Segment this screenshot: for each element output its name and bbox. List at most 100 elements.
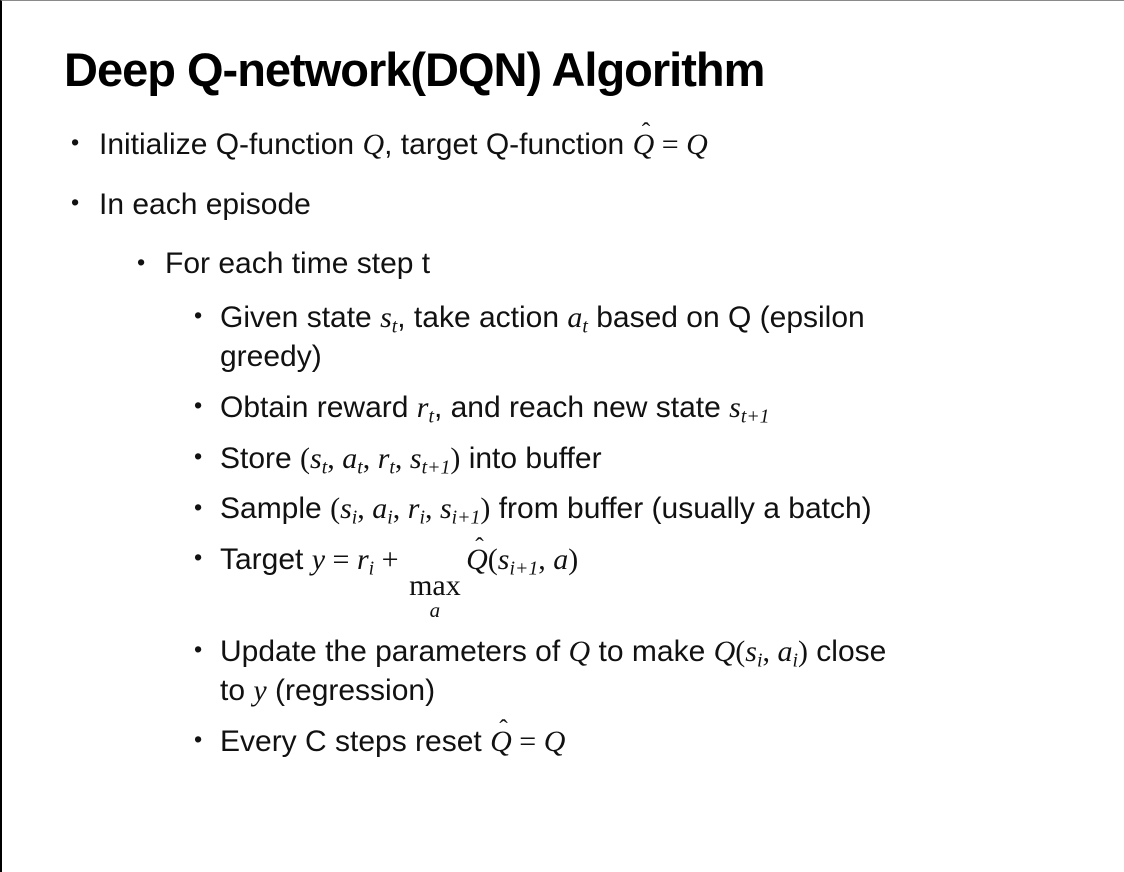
bullet-item: •Obtain reward rt, and reach new state s… [189, 388, 1104, 428]
bullet-item: •For each time step t [132, 244, 1104, 284]
math-subscript: i [387, 506, 393, 529]
text-run: close [807, 634, 887, 668]
math-subscript: i [368, 557, 375, 580]
math-symbol: , [357, 492, 373, 526]
bullet-icon: • [194, 544, 203, 571]
slide-title: Deep Q-network(DQN) Algorithm [64, 43, 765, 96]
math-var: Q [686, 128, 708, 162]
bullet-item: •Update the parameters of Q to make Q(si… [189, 632, 1104, 711]
bullet-icon: • [194, 442, 203, 469]
math-var: Q [632, 128, 655, 162]
math-symbol: = [511, 724, 544, 758]
hat-accent-icon: ˆ [641, 117, 651, 147]
math-symbol: , [762, 634, 778, 668]
bullet-item: •Sample (si, ai, ri, si+1) from buffer (… [189, 489, 1104, 529]
math-var: st+1 [409, 441, 451, 479]
math-var: Q [543, 724, 566, 758]
math-subscript: t [582, 315, 588, 338]
text-run: , target Q-function [384, 128, 633, 162]
math-subscript: t+1 [740, 405, 770, 428]
math-symbol: ) [568, 542, 579, 576]
math-var: ri [356, 542, 375, 580]
text-run: Every C steps reset [220, 724, 491, 758]
math-subscript: t [428, 405, 434, 428]
max-underscript: a [429, 597, 441, 622]
math-symbol: , [392, 492, 408, 526]
math-symbol: , [362, 441, 378, 475]
text-run: Initialize Q-function [99, 128, 363, 162]
math-subscript: i [792, 649, 798, 672]
hat-accent-icon: ˆ [499, 714, 508, 744]
math-symbol: ( [300, 441, 311, 475]
text-run: from buffer (usually a batch) [490, 492, 872, 526]
text-run: based on Q (epsilon [587, 300, 865, 334]
math-subscript: i+1 [451, 506, 481, 529]
math-subscript: i [756, 649, 763, 672]
bullet-icon: • [194, 392, 203, 419]
bullet-icon: • [194, 493, 203, 520]
math-subscript: i [351, 506, 358, 529]
math-var: Q [713, 634, 736, 668]
math-var: Q [490, 724, 512, 758]
math-var: at [567, 300, 588, 338]
hat-accent-icon: ˆ [475, 532, 484, 562]
math-symbol: + [374, 542, 407, 576]
math-var: si+1 [439, 492, 481, 529]
math-var: Q [362, 128, 385, 162]
math-var: si [340, 492, 358, 529]
text-run: Update the parameters of [220, 634, 569, 668]
math-symbol: , [327, 441, 343, 475]
text-run: Store [220, 441, 301, 475]
math-var: rt [416, 391, 434, 428]
text-run: (regression) [266, 674, 436, 708]
math-var: st [310, 441, 328, 479]
math-symbol: , [394, 441, 410, 475]
bullet-item: •Initialize Q-function Q, target Q-funct… [66, 117, 1104, 165]
math-symbol: ) [450, 441, 461, 475]
math-var: a [553, 542, 569, 576]
text-run: Target [220, 542, 312, 576]
math-var: y [311, 542, 326, 576]
bullet-icon: • [194, 635, 203, 662]
bullet-icon: • [194, 302, 203, 329]
math-var: si [745, 634, 763, 672]
math-symbol: = [325, 542, 357, 576]
math-subscript: t [321, 456, 328, 479]
math-symbol: , [538, 542, 554, 576]
math-symbol: , [424, 492, 440, 526]
text-run: to make [590, 634, 714, 668]
math-var: at [342, 441, 363, 479]
math-subscript: t+1 [421, 456, 451, 479]
math-subscript: t [389, 456, 395, 479]
bullet-icon: • [194, 726, 203, 753]
text-run: Obtain reward [220, 391, 417, 425]
math-symbol: = [654, 128, 687, 162]
math-var: Q [568, 634, 591, 668]
math-subscript: i+1 [509, 557, 539, 580]
math-var: ai [372, 492, 393, 529]
math-var: si+1 [497, 542, 539, 580]
text-run: Sample [220, 492, 331, 526]
math-var: ai [777, 634, 798, 672]
text-run: , and reach new state [433, 391, 730, 425]
math-symbol: ( [330, 492, 341, 526]
text-run: For each time step t [165, 247, 431, 281]
math-symbol: ( [735, 634, 746, 668]
math-var: Q [466, 542, 488, 576]
math-subscript: i [419, 506, 425, 529]
text-run: greedy) [220, 340, 322, 374]
math-symbol: ) [797, 634, 808, 668]
math-var: y [253, 674, 267, 708]
text-run: Given state [220, 300, 381, 334]
math-symbol: ) [480, 492, 491, 526]
text-run: into buffer [460, 441, 602, 475]
max-word: max [409, 569, 461, 603]
bullet-item: •In each episode [66, 185, 1104, 225]
math-var: rt [377, 441, 395, 479]
